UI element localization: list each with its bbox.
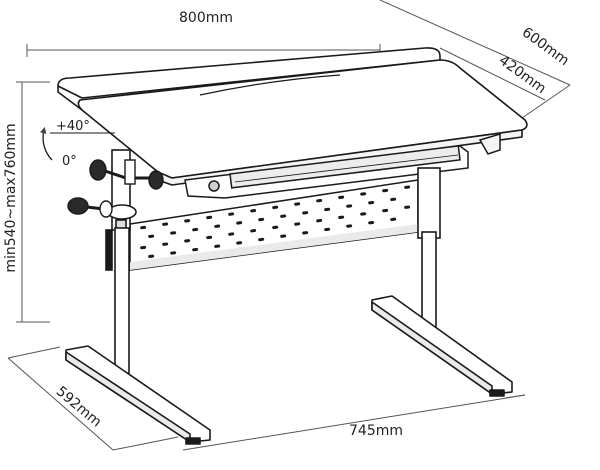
depth-main-dim-line xyxy=(439,47,546,101)
panel-hole xyxy=(280,234,287,238)
panel-hole xyxy=(390,197,397,202)
panel-hole xyxy=(404,185,411,189)
panel-hole xyxy=(382,188,389,193)
panel-hole xyxy=(192,247,199,252)
left-leg-clamp xyxy=(105,229,113,271)
label-depth-total: 600mm xyxy=(519,24,572,69)
drawer-handle-bar xyxy=(229,145,461,189)
panel-hole xyxy=(280,214,287,218)
panel-hole xyxy=(258,237,265,242)
label-depth-main: 420mm xyxy=(496,52,549,97)
panel-hole xyxy=(236,221,243,225)
panel-hole xyxy=(404,205,411,209)
right-foot xyxy=(371,295,513,397)
panel-hole xyxy=(250,209,257,213)
tilt-arrow xyxy=(40,126,53,161)
tilt-arc xyxy=(40,126,115,161)
label-height-range: min540~max760mm xyxy=(3,123,19,272)
panel-hole xyxy=(148,234,155,239)
panel-hole xyxy=(294,202,301,206)
panel-hole xyxy=(140,245,147,250)
right-bracket xyxy=(478,132,501,155)
tilt-crank xyxy=(89,159,164,190)
panel-hole xyxy=(140,225,147,230)
panel-hole xyxy=(368,200,375,205)
panel-hole xyxy=(338,215,345,219)
panel-hole xyxy=(346,204,353,208)
right-leg xyxy=(417,167,441,333)
panel-hole xyxy=(250,229,257,233)
dimension-lines xyxy=(7,0,571,451)
panel-hole xyxy=(228,232,235,236)
panel-hole xyxy=(236,241,243,245)
right-leg-lower xyxy=(421,231,437,333)
pen-groove xyxy=(199,74,341,96)
panel-hole xyxy=(228,212,235,216)
panel-hole xyxy=(170,231,177,235)
panel-hole xyxy=(346,224,353,228)
right-leg-upper xyxy=(417,167,441,239)
panel-hole xyxy=(316,198,323,203)
panel-hole xyxy=(390,217,397,222)
panel-hole xyxy=(316,218,323,223)
panel-hole xyxy=(206,235,213,240)
panel-hole xyxy=(272,225,279,230)
height-crank xyxy=(67,197,113,218)
drawer-rail xyxy=(184,132,501,199)
panel-hole xyxy=(184,239,191,243)
tilt-handle-knob xyxy=(89,159,107,181)
panel-hole xyxy=(302,211,309,215)
panel-hole xyxy=(360,192,367,196)
panel-hole xyxy=(368,220,375,225)
panel-hole xyxy=(170,251,177,255)
label-base-depth: 592mm xyxy=(53,383,105,430)
desk-shelf xyxy=(57,47,441,99)
panel-hole xyxy=(214,244,221,248)
depth-total-dim-line xyxy=(379,0,571,86)
panel-hole xyxy=(294,222,301,226)
panel-hole xyxy=(214,224,221,228)
modesty-panel xyxy=(129,179,419,271)
panel-holes xyxy=(140,185,411,259)
drawer-knob xyxy=(208,180,220,192)
panel-hole xyxy=(324,227,331,232)
left-foot xyxy=(65,345,211,445)
panel-hole xyxy=(184,219,191,223)
base-width-dim-line xyxy=(182,394,526,451)
label-base-width: 745mm xyxy=(349,423,403,439)
desk-top xyxy=(57,47,528,186)
label-tilt-min: 0° xyxy=(62,154,77,169)
panel-hole xyxy=(192,227,199,232)
left-leg-lower xyxy=(114,227,130,389)
panel-hole xyxy=(360,212,367,216)
label-tilt-max: +40° xyxy=(56,119,90,134)
crank-handle-knob xyxy=(67,197,89,215)
panel-hole xyxy=(338,195,345,199)
panel-hole xyxy=(148,254,155,259)
label-top-width: 800mm xyxy=(179,10,233,26)
panel-hole xyxy=(206,215,213,220)
panel-hole xyxy=(302,231,309,235)
panel-hole xyxy=(162,242,169,246)
panel-hole xyxy=(258,217,265,222)
base-depth-dim-line xyxy=(7,357,114,451)
panel-hole xyxy=(162,222,169,226)
panel-hole xyxy=(382,208,389,213)
panel-hole xyxy=(272,205,279,210)
panel-hole xyxy=(324,207,331,212)
